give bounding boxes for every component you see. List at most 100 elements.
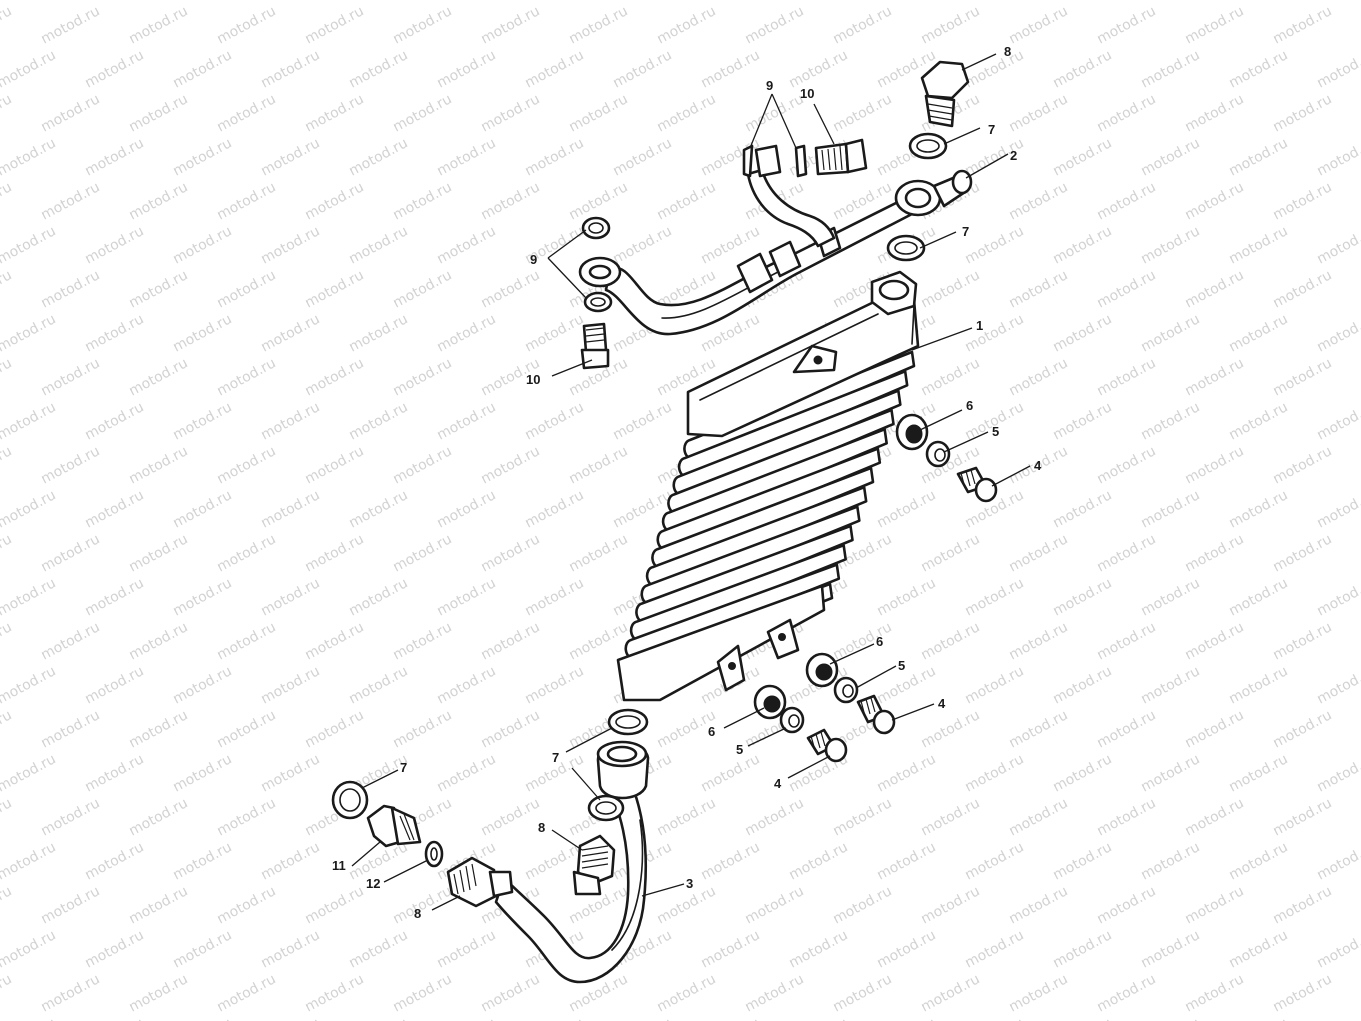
watermark-text: motod.ru [1094,355,1158,399]
watermark-text: motod.ru [786,47,850,91]
watermark-text: motod.ru [522,47,586,91]
banjo-bolt-8-top [920,60,970,128]
watermark-text: motod.ru [390,619,454,663]
watermark-text: motod.ru [258,223,322,267]
watermark-text: motod.ru [302,619,366,663]
watermark-text: motod.ru [1182,619,1246,663]
watermark-text: motod.ru [1270,3,1334,47]
watermark-text: motod.ru [258,927,322,971]
seal-ring-7-cooler-bottom [607,708,649,736]
watermark-text: motod.ru [1050,135,1114,179]
watermark-text: motod.ru [522,575,586,619]
o-ring-12 [424,840,444,868]
banjo-bolt-10-left [580,322,610,370]
watermark-text: motod.ru [434,135,498,179]
watermark-text: motod.ru [698,0,762,4]
watermark-text: motod.ru [874,487,938,531]
watermark-text: motod.ru [478,179,542,223]
watermark-text: motod.ru [1050,399,1114,443]
callout-7-upper: 7 [962,224,969,239]
watermark-text: motod.ru [1094,3,1158,47]
watermark-text: motod.ru [874,1015,938,1021]
watermark-text: motod.ru [82,223,146,267]
callout-7-top: 7 [988,122,995,137]
watermark-text: motod.ru [126,443,190,487]
watermark-text: motod.ru [126,179,190,223]
watermark-text: motod.ru [1050,575,1114,619]
watermark-text: motod.ru [390,179,454,223]
watermark-text: motod.ru [346,487,410,531]
grommet-6-middle [805,652,839,688]
watermark-text: motod.ru [0,3,15,47]
watermark-text: motod.ru [610,223,674,267]
lower-oil-pipe [494,740,650,984]
watermark-text: motod.ru [346,575,410,619]
watermark-text: motod.ru [522,663,586,707]
watermark-text: motod.ru [0,531,15,575]
watermark-text: motod.ru [1314,1015,1361,1021]
watermark-text: motod.ru [0,355,15,399]
watermark-text: motod.ru [1050,487,1114,531]
watermark-text: motod.ru [346,47,410,91]
watermark-text: motod.ru [434,575,498,619]
watermark-text: motod.ru [962,47,1026,91]
watermark-text: motod.ru [962,575,1026,619]
watermark-text: motod.ru [434,751,498,795]
watermark-text: motod.ru [1138,135,1202,179]
watermark-text: motod.ru [258,663,322,707]
watermark-text: motod.ru [126,795,190,839]
watermark-text: motod.ru [566,91,630,135]
watermark-text: motod.ru [1270,883,1334,927]
watermark-text: motod.ru [82,839,146,883]
watermark-text: motod.ru [478,619,542,663]
watermark-text: motod.ru [170,751,234,795]
watermark-text: motod.ru [874,663,938,707]
watermark-text: motod.ru [918,3,982,47]
watermark-text: motod.ru [698,839,762,883]
watermark-text: motod.ru [258,135,322,179]
watermark-text: motod.ru [1182,355,1246,399]
watermark-text: motod.ru [874,839,938,883]
watermark-text: motod.ru [1314,223,1361,267]
watermark-text: motod.ru [918,267,982,311]
watermark-text: motod.ru [82,47,146,91]
watermark-text: motod.ru [1226,575,1290,619]
callout-12: 12 [366,876,380,891]
watermark-text: motod.ru [1226,751,1290,795]
watermark-text: motod.ru [962,751,1026,795]
callout-6-lower: 6 [708,724,715,739]
watermark-text: motod.ru [302,179,366,223]
watermark-text: motod.ru [214,883,278,927]
watermark-text: motod.ru [1138,487,1202,531]
watermark-text: motod.ru [0,971,15,1015]
seal-ring-7-pipe [587,794,625,822]
watermark-text: motod.ru [1138,0,1202,4]
watermark-text: motod.ru [1094,795,1158,839]
watermark-text: motod.ru [346,1015,410,1021]
watermark-text: motod.ru [1138,751,1202,795]
watermark-text: motod.ru [478,707,542,751]
grommet-6-lower [753,684,787,720]
watermark-text: motod.ru [962,223,1026,267]
watermark-text: motod.ru [1094,619,1158,663]
watermark-text: motod.ru [214,795,278,839]
watermark-text: motod.ru [478,3,542,47]
watermark-text: motod.ru [38,795,102,839]
watermark-text: motod.ru [82,663,146,707]
watermark-text: motod.ru [1050,927,1114,971]
watermark-text: motod.ru [1006,355,1070,399]
adapter-fitting-11 [366,804,422,848]
watermark-text: motod.ru [170,663,234,707]
watermark-text: motod.ru [346,399,410,443]
watermark-text: motod.ru [786,927,850,971]
watermark-text: motod.ru [434,487,498,531]
watermark-text: motod.ru [38,3,102,47]
watermark-text: motod.ru [0,1015,59,1021]
watermark-text: motod.ru [302,531,366,575]
watermark-text: motod.ru [1314,399,1361,443]
watermark-text: motod.ru [1314,487,1361,531]
callout-5-middle: 5 [898,658,905,673]
watermark-text: motod.ru [1226,0,1290,4]
watermark-text: motod.ru [434,927,498,971]
watermark-text: motod.ru [170,927,234,971]
